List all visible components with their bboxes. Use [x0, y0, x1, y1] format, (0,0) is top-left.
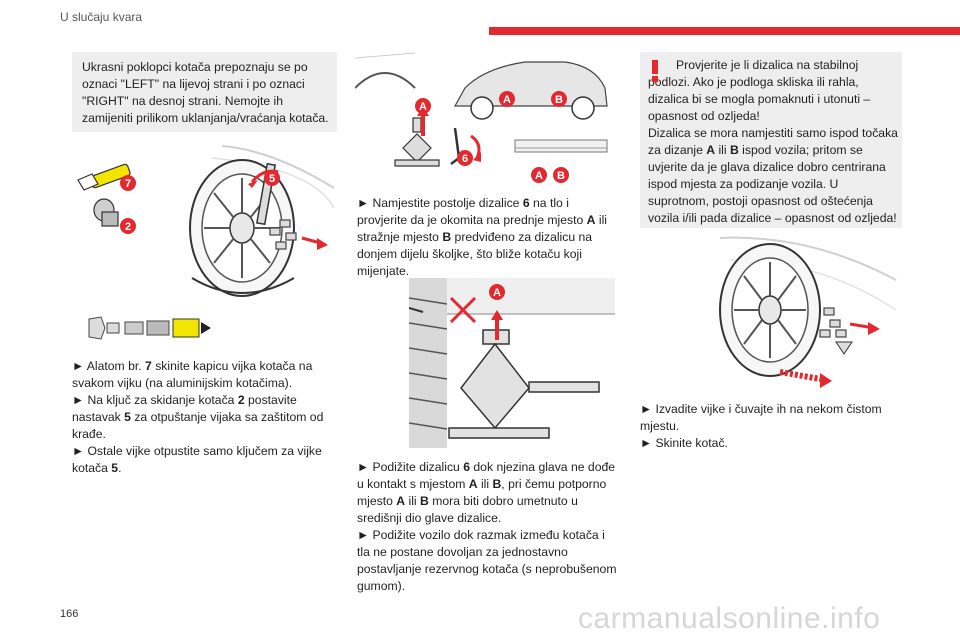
figure-label-a-sill: A [535, 170, 543, 182]
warning-icon [652, 60, 658, 82]
para-position-jack: ► Namjestite postolje dizalice 6 na tlo … [357, 196, 607, 278]
para-raise-jack: ► Podižite dizalicu 6 dok njezina glava … [357, 460, 616, 525]
jack-closeup-illustration: A [409, 278, 615, 448]
step-store-bolts: ► Izvadite vijke i čuvajte ih na nekom č… [640, 402, 882, 433]
figure-label-7: 7 [125, 178, 131, 190]
wheel-removal-illustration [719, 236, 897, 388]
section-title: U slučaju kvara [60, 10, 143, 24]
step-remove-wheel: ► Skinite kotač. [640, 436, 728, 450]
warning-text-2: Dizalica se mora namjestiti samo ispod t… [648, 126, 898, 225]
step-fit-adapter: ► Na ključ za skidanje kotača 2 postavit… [72, 393, 324, 441]
col1-steps: ► Alatom br. 7 skinite kapicu vijka kota… [72, 358, 342, 477]
anti-theft-adapter-illustration [88, 316, 211, 340]
figure-label-6: 6 [462, 153, 468, 165]
step-loosen-bolts: ► Ostale vijke otpustite samo ključem za… [72, 444, 322, 475]
figure-label-a-car: A [503, 94, 511, 106]
watermark: carmanualsonline.info [578, 602, 881, 635]
page-number: 166 [60, 608, 79, 620]
figure-label-a-closeup: A [493, 287, 501, 299]
header-accent-bar [489, 27, 960, 35]
figure-label-2: 2 [125, 221, 131, 233]
figure-label-a: A [419, 101, 427, 113]
note-text: Ukrasni poklopci kotača prepoznaju se po… [82, 60, 329, 125]
warning-text-1: Provjerite je li dizalica na stabilnoj p… [648, 58, 871, 123]
para-raise-vehicle: ► Podižite vozilo dok razmak između kota… [357, 528, 617, 593]
wheel-tools-illustration: 7 2 5 [77, 145, 335, 297]
step-remove-caps: ► Alatom br. 7 skinite kapicu vijka kota… [72, 359, 313, 390]
note-box: Ukrasni poklopci kotača prepoznaju se po… [72, 52, 337, 132]
figure-label-5: 5 [269, 173, 275, 185]
col3-steps: ► Izvadite vijke i čuvajte ih na nekom č… [640, 401, 902, 452]
figure-label-b-sill: B [557, 170, 565, 182]
figure-label-b-car: B [555, 94, 563, 106]
jack-positioning-illustration: A A B 6 A B [355, 52, 608, 183]
col2-lift-steps: ► Podižite dizalicu 6 dok njezina glava … [357, 459, 619, 595]
warning-box: Provjerite je li dizalica na stabilnoj p… [640, 52, 902, 228]
